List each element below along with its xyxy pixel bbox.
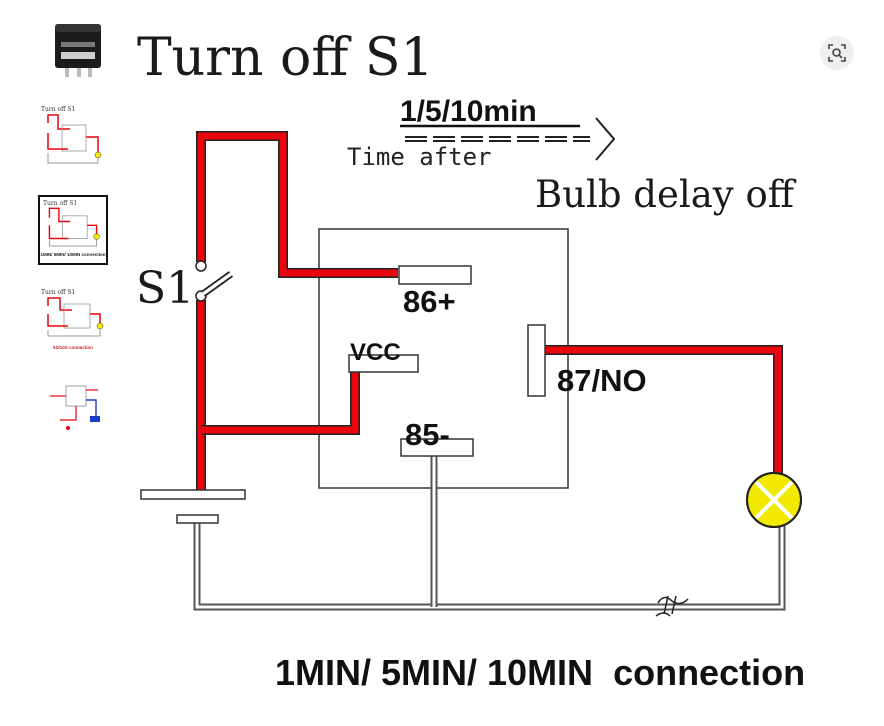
- bulb-delay-label: Bulb delay off: [535, 173, 797, 216]
- pin-vcc-terminal: [348, 354, 419, 373]
- positive-wires: [196, 131, 783, 492]
- thumbnail-title: Turn off S1: [43, 200, 78, 207]
- diagram-title: Turn off S1: [137, 28, 434, 88]
- arrow-head: [595, 117, 616, 161]
- pin-86-terminal: [398, 265, 472, 285]
- thumbnail-diagram-4[interactable]: [38, 376, 108, 446]
- visual-search-button[interactable]: [820, 36, 854, 70]
- visual-search-icon: [828, 44, 846, 62]
- relay-box: [318, 228, 569, 489]
- pin-86-label: 86+: [403, 284, 456, 319]
- switch-contact-top: [195, 260, 207, 272]
- thumbnail-title: Turn off S1: [41, 289, 76, 296]
- battery-positive-plate: [140, 489, 246, 500]
- thumbnail-caption: 5S/10S connection: [52, 345, 93, 350]
- pin-87-terminal: [527, 324, 546, 397]
- thumbnail-relay-product[interactable]: [50, 18, 108, 80]
- connection-caption: 1MIN/ 5MIN/ 10MIN connection: [275, 652, 805, 693]
- bulb-icon: [746, 472, 802, 528]
- thumbnail-diagram-2[interactable]: Turn off S1 1MIN/ 5MIN/ 10MIN connection: [38, 195, 108, 265]
- timing-label: 1/5/10min: [400, 95, 537, 128]
- pin-vcc-label: VCC: [350, 339, 401, 366]
- pin-87-label: 87/NO: [557, 363, 647, 398]
- battery-negative-plate: [176, 514, 219, 524]
- pin-85-terminal: [400, 438, 474, 457]
- thumbnail-caption: 1MIN/ 5MIN/ 10MIN connection: [40, 252, 106, 257]
- thumbnail-title: Turn off S1: [41, 106, 76, 113]
- time-after-label: Time after: [347, 143, 492, 171]
- ground-symbol: [655, 595, 689, 617]
- thumbnail-diagram-1[interactable]: Turn off S1: [38, 103, 108, 173]
- switch-label: S1: [136, 263, 194, 314]
- thumbnail-diagram-3[interactable]: Turn off S1 5S/10S connection: [38, 286, 108, 356]
- pin-85-label: 85-: [405, 417, 450, 452]
- thumbnail-strip: Turn off S1 Turn off S1 1MIN/ 5MIN/ 10MI…: [0, 0, 120, 726]
- ground-wires: [193, 456, 786, 611]
